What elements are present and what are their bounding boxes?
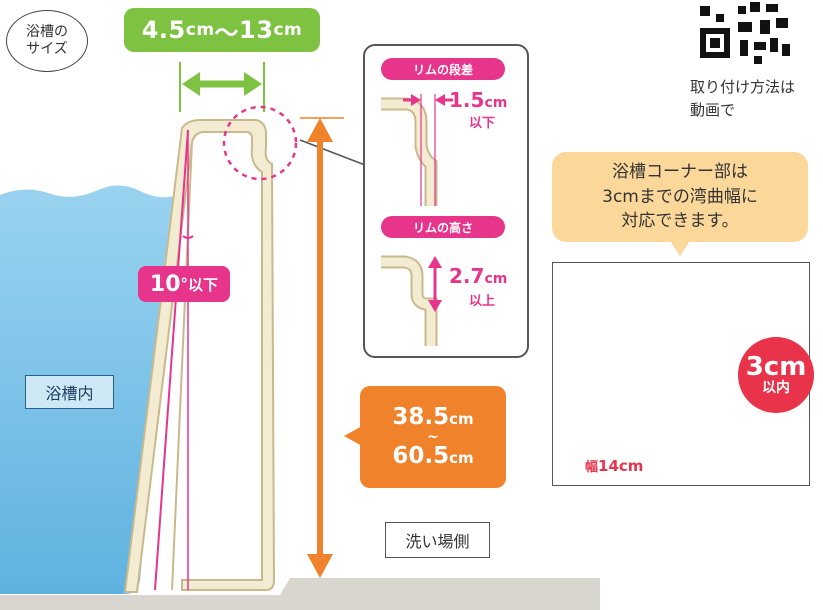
rim-step-qualifier: 以下: [469, 116, 496, 131]
corner-limit-badge: 3cm 以内: [738, 337, 814, 413]
rim-height-unit: cm: [484, 271, 508, 287]
qr-caption-line-1: 取り付け方法は: [690, 78, 796, 96]
rim-step-value: 1.5: [449, 88, 485, 112]
height-max: 60.5: [392, 443, 450, 470]
tub-size-line-1: 浴槽の: [26, 23, 68, 40]
qr-code: [694, 0, 792, 66]
rim-width-min: 4.5: [141, 16, 186, 44]
tub-size-line-2: サイズ: [26, 41, 68, 57]
angle-degree: °: [180, 275, 189, 293]
rim-step-measure: 1.5cm: [449, 88, 507, 112]
height-max-line: 60.5cm: [392, 443, 473, 469]
rim-step-unit: cm: [484, 95, 508, 111]
qr-caption: 取り付け方法は 動画で: [690, 76, 795, 121]
rim-width-unit-2: cm: [273, 20, 303, 40]
rim-step-title: リムの段差: [381, 58, 505, 80]
tub-inside-label: 浴槽内: [25, 375, 114, 409]
rim-height-measure: 2.7cm: [449, 264, 507, 288]
height-tilde: ~: [427, 428, 439, 445]
tub-size-badge: 浴槽の サイズ: [6, 10, 88, 72]
rim-height-qualifier: 以上: [469, 294, 496, 309]
angle-value: 10: [149, 271, 181, 297]
corner-note-bubble: 浴槽コーナー部は 3cmまでの湾曲幅に 対応できます。: [552, 152, 808, 242]
fixture-width-prefix: 幅: [585, 460, 599, 475]
corner-limit-value: 3cm: [745, 352, 807, 382]
corner-note-line-1: 浴槽コーナー部は: [612, 162, 748, 183]
height-min: 38.5: [392, 404, 450, 431]
tub-wall: [123, 119, 276, 593]
corner-note-line-2: 3cmまでの湾曲幅に: [602, 186, 758, 207]
corner-note-line-3: 対応できます。: [621, 211, 739, 232]
height-min-unit: cm: [449, 410, 474, 429]
angle-tag: 10°以下: [138, 266, 230, 302]
rim-height-title: リムの高さ: [381, 216, 505, 238]
fixture-width-label: 幅14cm: [585, 456, 643, 475]
height-min-line: 38.5cm: [392, 404, 473, 430]
wash-side-label: 洗い場側: [385, 522, 490, 558]
rim-detail-panel: リムの段差 1.5cm 以下 リムの高さ 2.7cm 以上: [363, 44, 529, 358]
height-max-unit: cm: [449, 449, 474, 468]
rim-height-value: 2.7: [449, 264, 485, 288]
angle-suffix: 以下: [188, 275, 219, 294]
rim-width-max: 13: [239, 16, 274, 44]
rim-width-separator: 〜: [214, 18, 240, 47]
fixture-width-value: 14cm: [598, 457, 644, 475]
rim-width-unit-1: cm: [185, 20, 215, 40]
rim-detail-drawing: [381, 94, 453, 346]
floor: [0, 578, 600, 610]
corner-limit-qualifier: 以内: [762, 380, 790, 397]
qr-caption-line-2: 動画で: [690, 100, 736, 119]
height-range-tag: 38.5cm ~ 60.5cm: [360, 386, 506, 488]
